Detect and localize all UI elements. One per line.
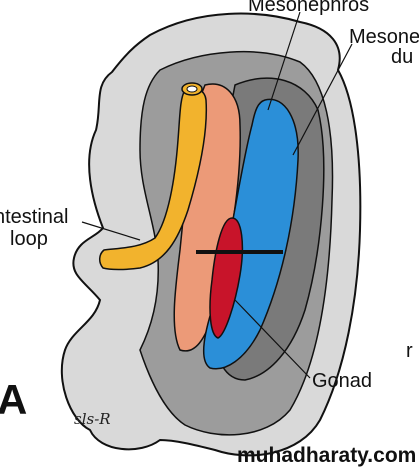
label-intestinal-loop-line2: loop bbox=[10, 228, 48, 250]
mesonephric-duct-leader bbox=[292, 43, 353, 156]
label-gonad: Gonad bbox=[312, 370, 373, 392]
artist-signature: sls-R bbox=[74, 410, 111, 428]
intestinal-loop bbox=[99, 87, 208, 271]
intestine-lumen bbox=[186, 85, 198, 93]
mesonephros-leader bbox=[267, 11, 301, 111]
site-watermark: muhadharaty.com bbox=[237, 444, 417, 467]
label-mesonephros: Mesonephros bbox=[248, 0, 370, 16]
label-mesonephric-duct-line1: Mesone bbox=[349, 26, 419, 48]
panel-letter: A bbox=[0, 376, 28, 423]
intestinal-loop-leader bbox=[81, 221, 141, 241]
gonad-leader bbox=[234, 299, 311, 379]
label-edge-fragment: r bbox=[406, 340, 413, 362]
label-mesonephric-duct-line2: du bbox=[391, 46, 414, 68]
label-intestinal-loop-line1: ntestinal bbox=[0, 206, 69, 228]
